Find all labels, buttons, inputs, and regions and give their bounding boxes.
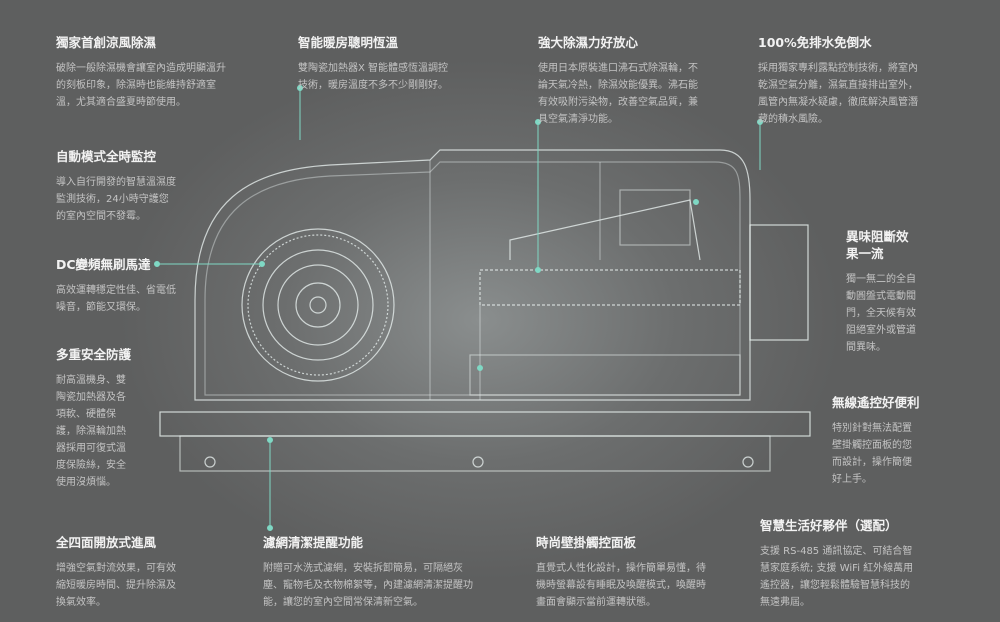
feature-title: 智慧生活好夥伴（選配） <box>760 518 898 533</box>
feature-desc: 支援 RS-485 通訊協定、可結合智慧家庭系統; 支援 WiFi 紅外線萬用遙… <box>760 546 914 608</box>
feature-title: 濾網清潔提醒功能 <box>263 535 364 550</box>
feature-desc: 附贈可水洗式濾網，安裝拆卸簡易，可隔絕灰塵、寵物毛及衣物棉絮等，內建濾網清潔提醒… <box>263 563 473 608</box>
feature-title: 異味阻斷效果一流 <box>846 229 909 261</box>
feature-title: 強大除濕力好放心 <box>538 35 639 50</box>
feature-desc: 導入自行開發的智慧溫濕度監測技術，24小時守護您的室內空間不發霉。 <box>56 177 176 222</box>
feature-desc: 耐高溫機身、雙陶瓷加熱器及各項軟、硬體保護，除濕輪加熱器採用可復式溫度保險絲，安… <box>56 375 126 488</box>
feature-desc: 高效運轉穩定性佳、省電低噪音，節能又環保。 <box>56 285 176 313</box>
feature-title: DC變頻無刷馬達 <box>56 257 151 272</box>
housing-outline <box>194 149 751 401</box>
feature-auto-monitor: 自動模式全時監控 導入自行開發的智慧溫濕度監測技術，24小時守護您的室內空間不發… <box>56 148 176 225</box>
feature-dc-motor: DC變頻無刷馬達 高效運轉穩定性佳、省電低噪音，節能又環保。 <box>56 256 176 316</box>
feature-title: 全四面開放式進風 <box>56 535 157 550</box>
feature-smart-home: 智慧生活好夥伴（選配） 支援 RS-485 通訊協定、可結合智慧家庭系統; 支援… <box>760 517 918 611</box>
feature-desc: 特別針對無法配置壁掛觸控面板的您而設計，操作簡便好上手。 <box>832 423 912 485</box>
feature-filter-reminder: 濾網清潔提醒功能 附贈可水洗式濾網，安裝拆卸簡易，可隔絕灰塵、寵物毛及衣物棉絮等… <box>263 534 473 611</box>
feature-remote: 無線遙控好便利 特別針對無法配置壁掛觸控面板的您而設計，操作簡便好上手。 <box>832 394 920 488</box>
feature-desc: 增強空氣對流效果，可有效縮短暖房時間、提升除濕及換氣效率。 <box>56 563 176 608</box>
feature-desc: 獨一無二的全自動圓盤式電動閥門，全天候有效阻絕室外或管道間異味。 <box>846 274 916 353</box>
damper-box <box>749 224 809 341</box>
feature-desc: 破除一般除濕機會讓室內造成明顯溫升的刻板印象，除濕時也能維持舒適室溫，尤其適合盛… <box>56 63 226 108</box>
base-plate <box>159 411 811 437</box>
feature-touch-panel: 時尚壁掛觸控面板 直覺式人性化設計，操作簡單易懂，待機時螢幕設有睡眠及喚醒模式，… <box>536 534 706 611</box>
feature-odor-block: 異味阻斷效果一流 獨一無二的全自動圓盤式電動閥門，全天候有效阻絕室外或管道間異味… <box>846 228 918 356</box>
feature-title: 時尚壁掛觸控面板 <box>536 535 637 550</box>
feature-title: 智能暖房聰明恆溫 <box>298 35 399 50</box>
feature-title: 100%免排水免倒水 <box>758 35 872 50</box>
feature-strong-dehumidify: 強大除濕力好放心 使用日本原裝進口沸石式除濕輪，不論天氣冷熱，除濕效能優異。沸石… <box>538 34 698 128</box>
feature-open-intake: 全四面開放式進風 增強空氣對流效果，可有效縮短暖房時間、提升除濕及換氣效率。 <box>56 534 182 611</box>
feature-title: 獨家首創涼風除濕 <box>56 35 157 50</box>
feature-title: 自動模式全時監控 <box>56 149 157 164</box>
feature-title: 多重安全防護 <box>56 347 132 362</box>
feature-title: 無線遙控好便利 <box>832 395 920 410</box>
feature-desc: 採用獨家專利露點控制技術，將室內乾濕空氣分離，濕氣直接排出室外，風管內無凝水疑慮… <box>758 63 918 125</box>
callout-lines <box>154 85 763 531</box>
feature-cool-dehumidify: 獨家首創涼風除濕 破除一般除濕機會讓室內造成明顯溫升的刻板印象，除濕時也能維持舒… <box>56 34 226 111</box>
feature-smart-heating: 智能暖房聰明恆溫 雙陶瓷加熱器X 智能體感恆溫調控技術，暖房溫度不多不少剛剛好。 <box>298 34 458 94</box>
feature-no-drain: 100%免排水免倒水 採用獨家專利露點控制技術，將室內乾濕空氣分離，濕氣直接排出… <box>758 34 918 128</box>
feature-desc: 使用日本原裝進口沸石式除濕輪，不論天氣冷熱，除濕效能優異。沸石能有效吸附污染物，… <box>538 63 698 125</box>
feature-desc: 直覺式人性化設計，操作簡單易懂，待機時螢幕設有睡眠及喚醒模式，喚醒時畫面會顯示當… <box>536 563 706 608</box>
dehumidifier-wheel <box>479 269 741 306</box>
feature-desc: 雙陶瓷加熱器X 智能體感恆溫調控技術，暖房溫度不多不少剛剛好。 <box>298 63 449 91</box>
feature-safety: 多重安全防護 耐高溫機身、雙陶瓷加熱器及各項軟、硬體保護，除濕輪加熱器採用可復式… <box>56 346 131 491</box>
fan-wheel <box>241 228 395 382</box>
